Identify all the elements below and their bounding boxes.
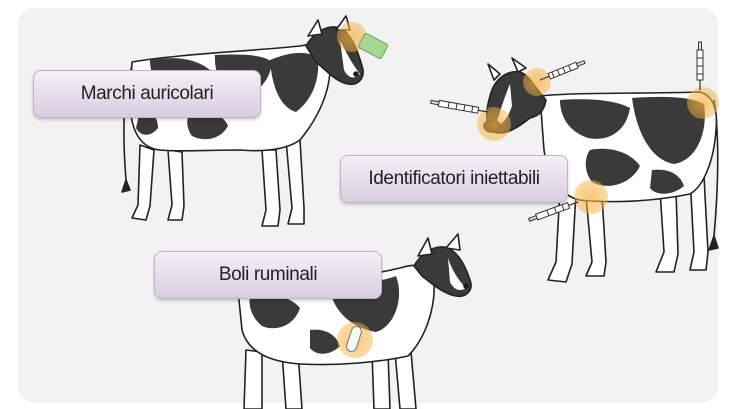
label-injectable-identifiers: Identificatori iniettabili bbox=[340, 155, 568, 203]
injection-site-leg-highlight bbox=[574, 180, 608, 214]
label-ruminal-boluses: Boli ruminali bbox=[154, 251, 382, 299]
injection-site-nose-highlight bbox=[477, 107, 511, 141]
label-ear-tags: Marchi auricolari bbox=[33, 70, 261, 118]
cow-ear-tag bbox=[122, 16, 363, 226]
injection-site-tail-highlight bbox=[687, 87, 719, 119]
injection-site-neck-highlight bbox=[523, 68, 551, 96]
